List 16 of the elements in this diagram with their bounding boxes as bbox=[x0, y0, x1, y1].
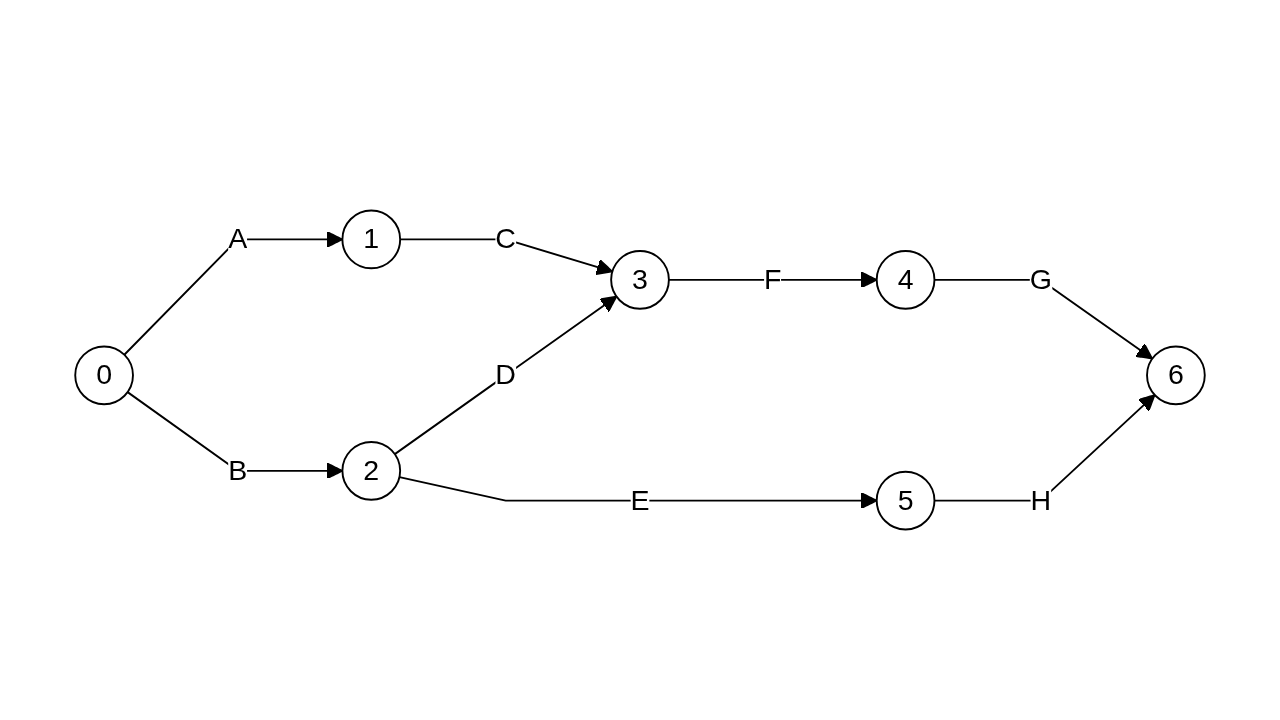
node-circle: 0 bbox=[74, 345, 134, 406]
node-circle: 4 bbox=[875, 250, 936, 310]
node-circle: 3 bbox=[610, 250, 670, 310]
edge-label: F bbox=[764, 262, 782, 295]
edge-label: C bbox=[495, 221, 516, 255]
node-circle: 2 bbox=[341, 441, 402, 501]
edge-label: B bbox=[228, 453, 248, 486]
edge-label: D bbox=[495, 357, 516, 391]
edge-label: E bbox=[630, 482, 650, 516]
edge-label: G bbox=[1029, 262, 1052, 295]
edge-label: H bbox=[1030, 482, 1052, 516]
node-circle: 6 bbox=[1146, 345, 1206, 406]
node-circle: 1 bbox=[341, 209, 402, 270]
edge-label: A bbox=[228, 221, 248, 255]
arrow bbox=[393, 295, 618, 456]
node-circle: 5 bbox=[875, 470, 936, 531]
